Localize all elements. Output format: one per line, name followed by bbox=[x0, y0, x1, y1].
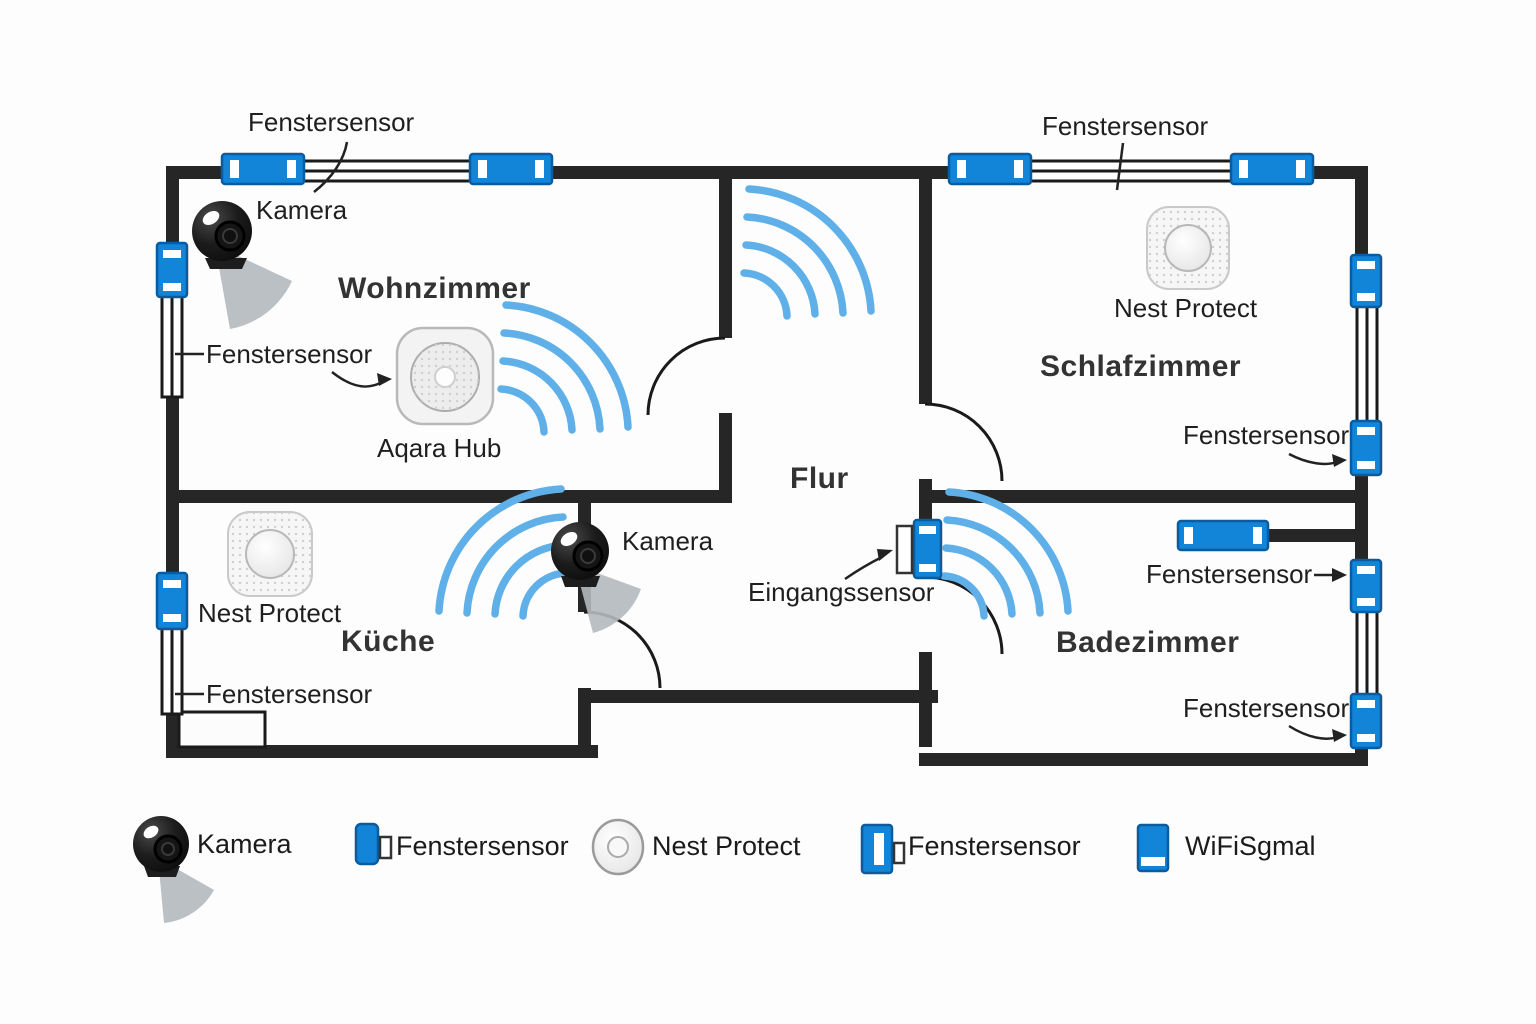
camera-living-icon bbox=[192, 201, 292, 329]
fenstersensor-label: Fenstersensor bbox=[1183, 420, 1350, 450]
nest-protect-icon bbox=[591, 818, 645, 876]
fenstersensor-label: Fenstersensor bbox=[1042, 111, 1209, 141]
window-sensor-icon bbox=[860, 823, 906, 875]
window-sensor-icon bbox=[1349, 253, 1383, 309]
nest-protect-kitchen-icon bbox=[227, 511, 313, 597]
wifi-signal-kitchen-icon bbox=[435, 485, 570, 620]
fenstersensor-label: Fenstersensor bbox=[206, 339, 373, 369]
wifi-signal-icon bbox=[1136, 823, 1170, 873]
wifi-arcs bbox=[435, 185, 1072, 620]
window-sensor-icon bbox=[1349, 558, 1383, 614]
arrowheads bbox=[377, 373, 1347, 742]
door-entrance bbox=[924, 575, 1004, 655]
fenstersensor-label: Fenstersensor bbox=[248, 107, 415, 137]
legend-label-fenstersensor-2: Fenstersensor bbox=[908, 831, 1081, 861]
camera-icon bbox=[133, 816, 214, 923]
window-left-kitchen bbox=[160, 624, 184, 716]
eingangssensor-label: Eingangssensor bbox=[748, 577, 935, 607]
fenstersensor-label: Fenstersensor bbox=[206, 679, 373, 709]
nest-protect-label: Nest Protect bbox=[1114, 293, 1258, 323]
window-sensor-icon bbox=[220, 152, 306, 186]
window-left-living bbox=[160, 293, 184, 399]
fenstersensor-label: Fenstersensor bbox=[1146, 559, 1313, 589]
fenstersensor-label: Fenstersensor bbox=[1183, 693, 1350, 723]
window-top-bedroom bbox=[1027, 159, 1236, 183]
room-label-badezimmer: Badezimmer bbox=[1056, 626, 1240, 659]
window-sensor-icon bbox=[1349, 419, 1383, 477]
legend-label-fenstersensor-1: Fenstersensor bbox=[396, 831, 569, 861]
window-right-bath bbox=[1355, 607, 1379, 699]
window-sensor-icon bbox=[155, 571, 189, 631]
wifi-signal-hall-icon bbox=[740, 185, 875, 320]
legend-label-kamera: Kamera bbox=[197, 829, 292, 859]
legend-label-wifisgmal: WiFiSgmal bbox=[1185, 831, 1316, 861]
legend-icons bbox=[133, 816, 1170, 923]
kitchen-alcove bbox=[177, 710, 267, 749]
window-sensors bbox=[155, 152, 1383, 750]
nest-protect-bedroom-icon bbox=[1146, 206, 1230, 290]
wifi-signal-bath-icon bbox=[940, 488, 1072, 620]
walls bbox=[166, 166, 1368, 766]
kamera-label: Kamera bbox=[256, 195, 348, 225]
room-label-kueche: Küche bbox=[341, 625, 436, 658]
entrance-sensor-magnet bbox=[895, 524, 914, 575]
legend-label-nest-protect: Nest Protect bbox=[652, 831, 801, 861]
window-sensor-icon bbox=[1176, 519, 1270, 552]
window-sensor-icon bbox=[354, 822, 393, 866]
camera-kitchen-icon bbox=[551, 522, 641, 633]
window-right-bedroom bbox=[1355, 303, 1379, 427]
room-label-schlafzimmer: Schlafzimmer bbox=[1040, 350, 1242, 383]
door-bedroom bbox=[924, 402, 1004, 482]
room-label-wohnzimmer: Wohnzimmer bbox=[338, 272, 531, 305]
aqara-hub-icon bbox=[395, 326, 495, 426]
window-sensor-icon bbox=[947, 152, 1033, 186]
door-living bbox=[646, 336, 726, 416]
room-label-flur: Flur bbox=[790, 462, 849, 495]
window-sensor-icon bbox=[1349, 692, 1383, 750]
nest-protect-label: Nest Protect bbox=[198, 598, 342, 628]
window-sensor-icon bbox=[155, 241, 189, 299]
window-sensor-icon bbox=[1229, 152, 1315, 186]
door-arcs bbox=[583, 336, 1004, 689]
aqara-hub-label: Aqara Hub bbox=[377, 433, 502, 463]
kamera-label: Kamera bbox=[622, 526, 714, 556]
entrance-sensor-icon bbox=[912, 518, 943, 580]
window-sensor-icon bbox=[468, 152, 554, 186]
wifi-signal-living-icon bbox=[497, 301, 632, 436]
